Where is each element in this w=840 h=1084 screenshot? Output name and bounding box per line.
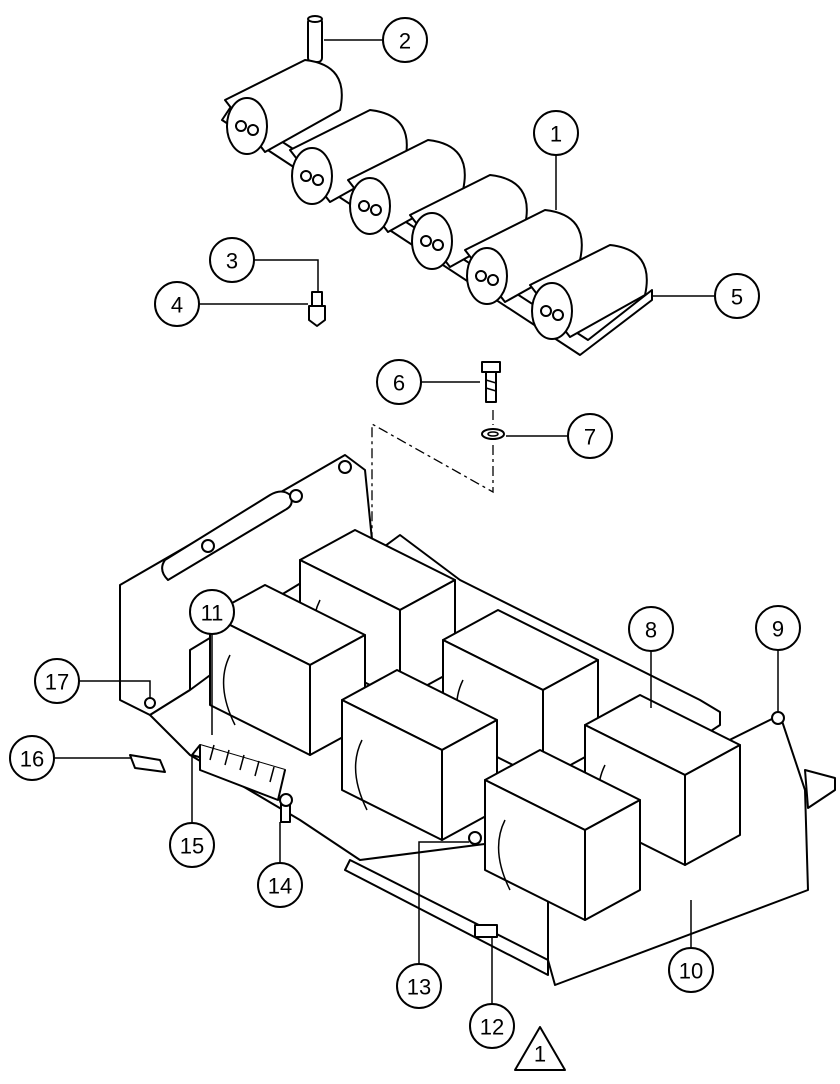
callout-number: 2 [399, 29, 411, 54]
callout-2: 2 [382, 17, 428, 63]
callout-circle [668, 947, 714, 993]
callout-number: 13 [407, 975, 431, 1000]
callout-12: 12 [469, 1003, 515, 1049]
callout-circle [533, 110, 579, 156]
callout-circle [34, 658, 80, 704]
capacitor [347, 139, 466, 235]
callout-number: 8 [645, 618, 657, 643]
callout-circle [169, 822, 215, 868]
callout-17: 17 [34, 658, 80, 704]
stud-part [279, 793, 293, 823]
callout-circle [382, 17, 428, 63]
callout-circle [628, 606, 674, 652]
callout-circle [469, 1003, 515, 1049]
callout-number: 7 [584, 425, 596, 450]
nut-part [468, 831, 482, 845]
callout-number: 6 [393, 371, 405, 396]
callout-number: 17 [45, 670, 69, 695]
callout-circle [376, 359, 422, 405]
callout-circle [154, 281, 200, 327]
callout-number: 9 [772, 617, 784, 642]
transformer [341, 669, 498, 841]
callout-15: 15 [169, 822, 215, 868]
pin-part [307, 15, 323, 63]
transformer [484, 749, 641, 921]
callout-number: 10 [679, 959, 703, 984]
bolt-part [481, 361, 505, 440]
callout-circle [209, 237, 255, 283]
callout-16: 16 [9, 735, 55, 781]
callout-number: 12 [480, 1015, 504, 1040]
callout-number: 14 [268, 874, 292, 899]
callout-8: 8 [628, 606, 674, 652]
callout-circle [567, 413, 613, 459]
capacitor-assembly [221, 59, 653, 356]
callout-number: 4 [171, 293, 183, 318]
capacitor [224, 59, 343, 155]
terminal-block-part [191, 744, 286, 801]
callout-circle [257, 862, 303, 908]
connector-part [474, 924, 498, 938]
callout-circle [189, 589, 235, 635]
callout-number: 11 [201, 601, 224, 626]
transformer [584, 694, 741, 866]
callout-5: 5 [714, 273, 760, 319]
callout-3: 3 [209, 237, 255, 283]
callout-6: 6 [376, 359, 422, 405]
callout-circle [755, 605, 801, 651]
callout-number: 15 [180, 834, 204, 859]
transformers [209, 529, 741, 921]
callout-7: 7 [567, 413, 613, 459]
screw-washer-part [308, 291, 326, 327]
capacitor [529, 244, 648, 340]
callout-13: 13 [396, 963, 442, 1009]
callout-14: 14 [257, 862, 303, 908]
grommet-part [144, 697, 156, 709]
note-flag-label: 1 [534, 1042, 546, 1067]
leader-lines [54, 39, 779, 1004]
callout-number: 5 [731, 285, 743, 310]
callout-circle [714, 273, 760, 319]
callout-4: 4 [154, 281, 200, 327]
callout-number: 1 [550, 122, 562, 147]
callout-1: 1 [533, 110, 579, 156]
callout-9: 9 [755, 605, 801, 651]
callout-circle [396, 963, 442, 1009]
callout-11: 11 [189, 589, 235, 635]
callout-10: 10 [668, 947, 714, 993]
callout-circle [9, 735, 55, 781]
callout-number: 3 [226, 249, 238, 274]
callout-number: 16 [20, 747, 44, 772]
note-flag-triangle: 1 [514, 1026, 566, 1071]
